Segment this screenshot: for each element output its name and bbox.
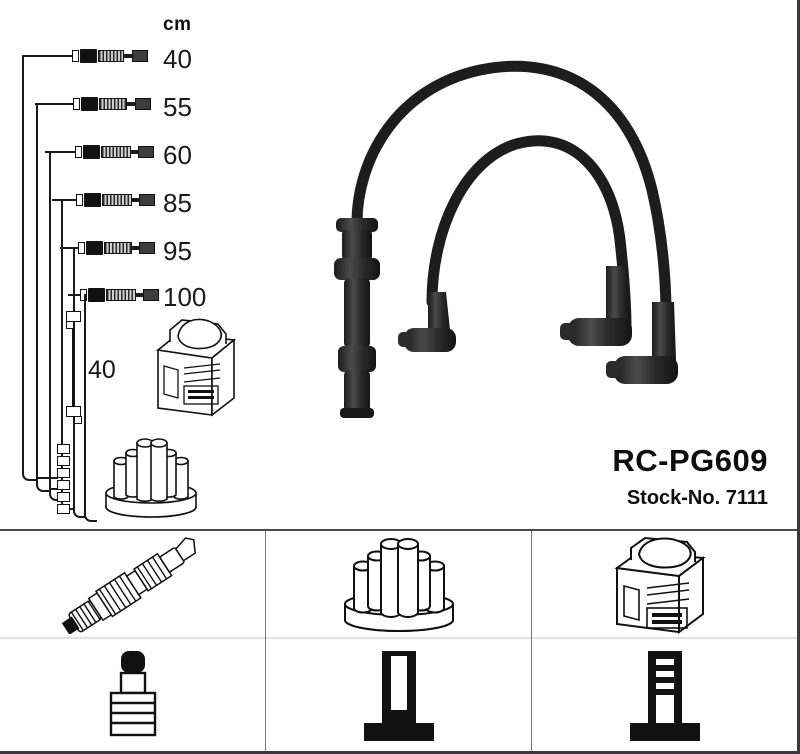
harness-route-1 — [22, 55, 38, 481]
harness-terminal-2 — [57, 456, 70, 466]
harness-tail-4 — [73, 507, 74, 509]
coil-schematic — [148, 312, 244, 420]
harness-route-3 — [49, 151, 63, 501]
cable-boot-black — [80, 49, 97, 63]
ignition-coil-icon — [613, 536, 706, 634]
cable-schematic-row-5 — [60, 240, 170, 256]
harness-terminal-4 — [57, 480, 70, 490]
short-lead-wire — [72, 329, 75, 408]
right-angle-boot-3 — [606, 302, 678, 384]
product-code: RC-PG609 — [612, 443, 768, 478]
cable-terminal — [138, 146, 154, 158]
distributor-cap-icon — [105, 438, 197, 518]
cable-schematic-row-1 — [22, 48, 152, 64]
short-lead-tab-top — [66, 321, 74, 329]
cable-stem — [136, 293, 144, 297]
distributor-terminal-icon — [363, 651, 434, 741]
stock-number: Stock-No. 7111 — [626, 487, 768, 509]
cable-boot-ribbed — [98, 50, 124, 62]
short-lead-length-label: 40 — [88, 356, 116, 384]
cable-stem — [132, 246, 140, 250]
cable-line — [35, 103, 75, 105]
cable-boot-black — [81, 97, 98, 111]
right-angle-boot-1 — [398, 292, 456, 352]
length-label-5: 95 — [163, 236, 192, 266]
cable-stem — [131, 150, 139, 154]
cable-boot-light — [75, 146, 82, 158]
harness-terminal-3 — [57, 468, 70, 478]
panel-bottom-art — [532, 639, 797, 751]
harness-terminal-5 — [57, 492, 70, 502]
cable-line — [60, 247, 80, 249]
cable-boot-ribbed — [102, 194, 132, 206]
coil-terminal-icon — [629, 651, 700, 741]
cable-terminal — [143, 289, 159, 301]
panel-coil — [532, 531, 797, 751]
spark-plug-icon — [61, 537, 196, 634]
component-panels — [0, 529, 797, 751]
cable-boot-light — [72, 50, 79, 62]
length-label-4: 85 — [163, 188, 192, 218]
cable-line — [22, 55, 74, 57]
cable-schematic-row-4 — [52, 192, 167, 208]
cable-boot-light — [73, 98, 80, 110]
cable-boot-light — [76, 194, 83, 206]
cable-stem — [127, 102, 136, 106]
cable-boot-ribbed — [101, 146, 131, 158]
cable-stem — [124, 54, 133, 58]
cable-boot-ribbed — [99, 98, 127, 110]
cable-schematic-row-3 — [45, 144, 165, 160]
distributor-cap-schematic — [98, 431, 204, 523]
ignition-coil-icon — [156, 318, 236, 417]
cable-boot-black — [84, 193, 101, 207]
panel-divider — [0, 637, 265, 639]
short-lead-tab-bottom — [74, 416, 82, 424]
top-diagram-region: cm 40 55 60 85 95 100 — [22, 14, 768, 523]
panel-divider — [266, 637, 531, 639]
spark-plug-boot-icon — [109, 651, 156, 737]
harness-route-2 — [36, 103, 51, 492]
panel-top-art — [0, 531, 265, 637]
panel-bottom-art — [0, 639, 265, 751]
cable-stem — [132, 198, 140, 202]
cable-line — [68, 294, 82, 296]
cable-boot-black — [86, 241, 103, 255]
panel-bottom-art — [266, 639, 531, 751]
short-lead-cap-bottom — [66, 406, 81, 417]
cable-schematic-row-2 — [35, 96, 160, 112]
cable-boot-black — [83, 145, 100, 159]
harness-tail-1 — [36, 477, 58, 479]
harness-tail-2 — [49, 488, 60, 490]
length-label-6: 100 — [163, 282, 207, 312]
panel-divider — [532, 637, 797, 639]
panel-top-art — [266, 531, 531, 637]
spark-plug-boot-long — [334, 218, 380, 418]
cable-terminal — [139, 194, 155, 206]
cable-terminal — [135, 98, 151, 110]
length-label-3: 60 — [163, 140, 192, 170]
cable-terminal — [139, 242, 155, 254]
cable-terminal — [132, 50, 148, 62]
harness-terminal-1 — [57, 444, 70, 454]
harness-tail-5 — [84, 515, 85, 517]
scale-unit-header: cm — [163, 14, 192, 35]
ignition-cable-set-photo — [334, 60, 678, 418]
harness-route-6 — [84, 294, 97, 522]
right-angle-boot-2 — [560, 266, 632, 346]
length-label-1: 40 — [163, 44, 192, 74]
panel-distributor — [266, 531, 532, 751]
panel-spark-plug — [0, 531, 266, 751]
cable-boot-ribbed — [106, 289, 136, 301]
cable-boot-ribbed — [104, 242, 132, 254]
harness-terminal-6 — [57, 504, 70, 514]
length-label-2: 55 — [163, 92, 192, 122]
distributor-cap-icon — [343, 538, 454, 632]
panel-top-art — [532, 531, 797, 637]
